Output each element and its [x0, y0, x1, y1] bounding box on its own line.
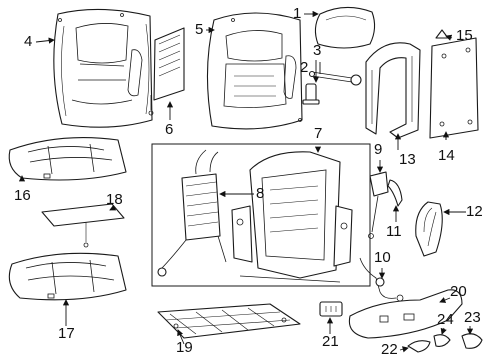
callout-14: 14 [438, 147, 455, 164]
part-4-seatback-cushion-rear [53, 8, 153, 128]
callout-10: 10 [374, 249, 391, 266]
part-18-heater-pad [41, 203, 125, 248]
part-12-side-shield [415, 201, 443, 257]
part-23-knob [461, 333, 483, 349]
part-22-knob [407, 340, 431, 353]
callout-16: 16 [14, 187, 31, 204]
part-5-seatback-frame [206, 12, 303, 130]
callout-7: 7 [314, 125, 323, 142]
callout-8: 8 [256, 185, 265, 202]
callout-24: 24 [437, 311, 454, 328]
part-11-handle [387, 179, 403, 207]
part-8-lumbar-support [157, 149, 227, 277]
callout-9: 9 [374, 141, 383, 158]
callout-12: 12 [466, 203, 483, 220]
part-13-backrest-frame [365, 42, 421, 139]
callout-19: 19 [176, 339, 193, 356]
part-7-group-box [151, 143, 371, 287]
callout-18: 18 [106, 191, 123, 208]
part-20-outer-shield [348, 289, 463, 339]
part-10-cable-motor [359, 257, 404, 302]
part-6-seatback-panel [148, 27, 185, 116]
part-17-seat-pad [8, 252, 127, 301]
callout-23: 23 [464, 309, 481, 326]
callout-5: 5 [195, 21, 204, 38]
callout-2: 2 [300, 59, 309, 76]
leader-lines [18, 10, 474, 353]
seat-frame [231, 151, 353, 283]
part-24-knob [433, 334, 451, 347]
callout-15: 15 [456, 27, 473, 44]
part-14-rear-panel [429, 37, 479, 139]
callout-22: 22 [381, 341, 398, 358]
part-19-adjuster-track [157, 303, 301, 339]
part-15-clip [435, 29, 449, 39]
callout-13: 13 [399, 151, 416, 168]
callout-6: 6 [165, 121, 174, 138]
part-16-seat-cushion [8, 137, 127, 181]
callout-11: 11 [386, 223, 402, 240]
callout-20: 20 [450, 283, 467, 300]
callout-21: 21 [322, 333, 339, 350]
callout-4: 4 [24, 33, 33, 50]
part-2-headrest-guide [308, 70, 362, 86]
part-1-headrest [314, 6, 376, 49]
callout-1: 1 [293, 5, 302, 22]
part-21-switch-block [319, 301, 343, 317]
callout-17: 17 [58, 325, 75, 342]
part-3-guide-sleeve [302, 83, 320, 105]
callout-3: 3 [313, 42, 322, 59]
part-9-switch [368, 171, 389, 239]
